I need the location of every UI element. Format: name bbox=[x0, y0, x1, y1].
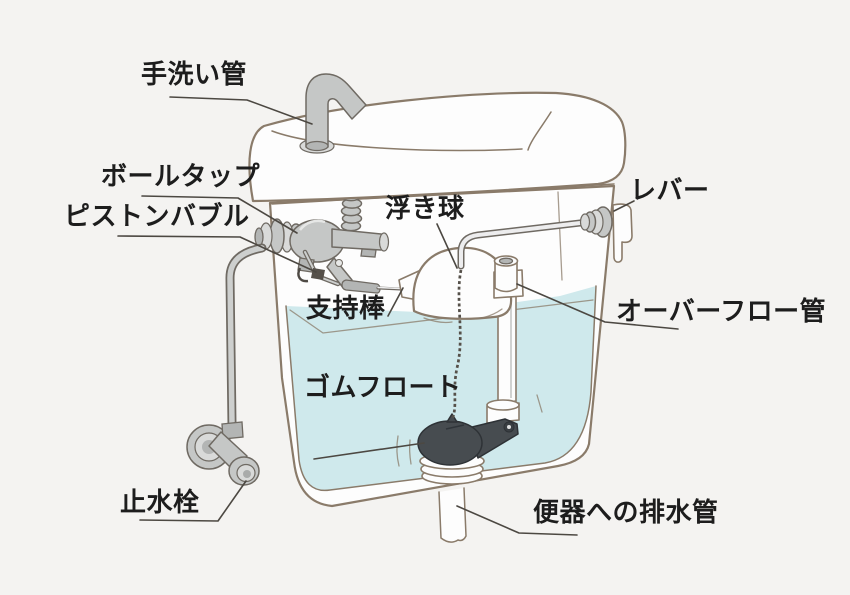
leader-ball-tap bbox=[141, 195, 298, 234]
label-float-ball: 浮き球 bbox=[385, 194, 465, 224]
label-hand-wash-pipe: 手洗い管 bbox=[141, 60, 248, 90]
leader-rubber-float bbox=[313, 442, 425, 460]
label-rubber-float: ゴムフロート bbox=[304, 373, 462, 403]
supply-pipe bbox=[225, 243, 267, 429]
label-lever: レバー bbox=[630, 176, 710, 206]
lever bbox=[579, 203, 633, 263]
leader-piston-valve bbox=[117, 235, 317, 273]
lid-basin-rim bbox=[271, 130, 523, 152]
leader-float-ball bbox=[436, 223, 458, 269]
label-drain-pipe: 便器への排水管 bbox=[533, 498, 719, 528]
label-overflow-pipe: オーバーフロー管 bbox=[616, 297, 827, 327]
leader-hand-wash-pipe bbox=[169, 96, 313, 125]
flapper-chain bbox=[450, 269, 463, 421]
stop-valve bbox=[186, 421, 260, 486]
label-stop-valve: 止水栓 bbox=[120, 488, 200, 518]
leader-support-rod bbox=[387, 287, 404, 317]
drain-pipe-stub bbox=[438, 487, 467, 543]
rubber-float-flapper bbox=[417, 413, 519, 466]
tank-lid bbox=[248, 91, 627, 203]
label-piston-valve: ピストンバブル bbox=[64, 202, 250, 232]
label-ball-tap: ボールタップ bbox=[101, 162, 261, 192]
leader-overflow-pipe bbox=[516, 283, 679, 330]
lever-rod bbox=[457, 217, 601, 270]
leader-lever bbox=[613, 200, 635, 212]
overflow-pipe-top bbox=[493, 255, 524, 299]
tank-water bbox=[285, 191, 597, 492]
hand-wash-spout bbox=[299, 73, 367, 154]
leader-stop-valve bbox=[139, 480, 247, 522]
leader-drain-pipe bbox=[456, 505, 578, 536]
leader-lines bbox=[117, 96, 679, 536]
label-support-rod: 支持棒 bbox=[306, 294, 386, 324]
